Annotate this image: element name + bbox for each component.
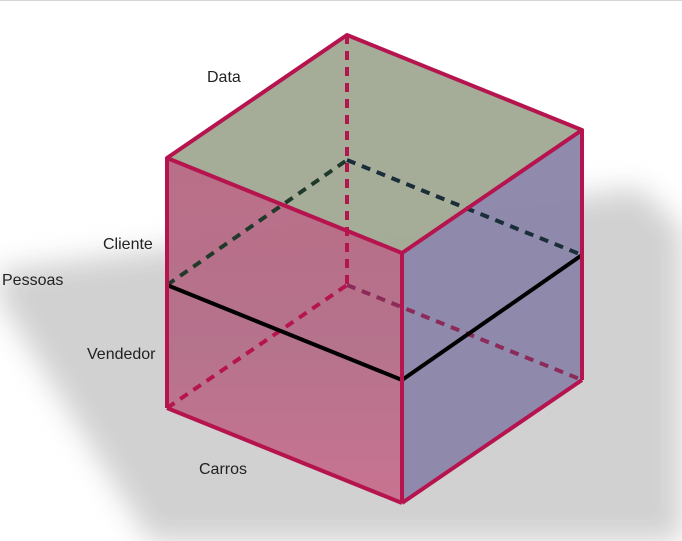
label-carros: Carros	[199, 461, 248, 478]
divider-line	[166, 253, 584, 382]
label-pessoas: Pessoas	[2, 272, 64, 289]
top-border	[0, 0, 682, 1]
label-cliente: Cliente	[103, 236, 153, 253]
hidden-divider	[165, 158, 583, 287]
visible-edges	[165, 33, 584, 505]
hidden-edges	[165, 35, 583, 410]
label-vendedor: Vendedor	[87, 346, 156, 363]
label-data: Data	[207, 69, 241, 86]
